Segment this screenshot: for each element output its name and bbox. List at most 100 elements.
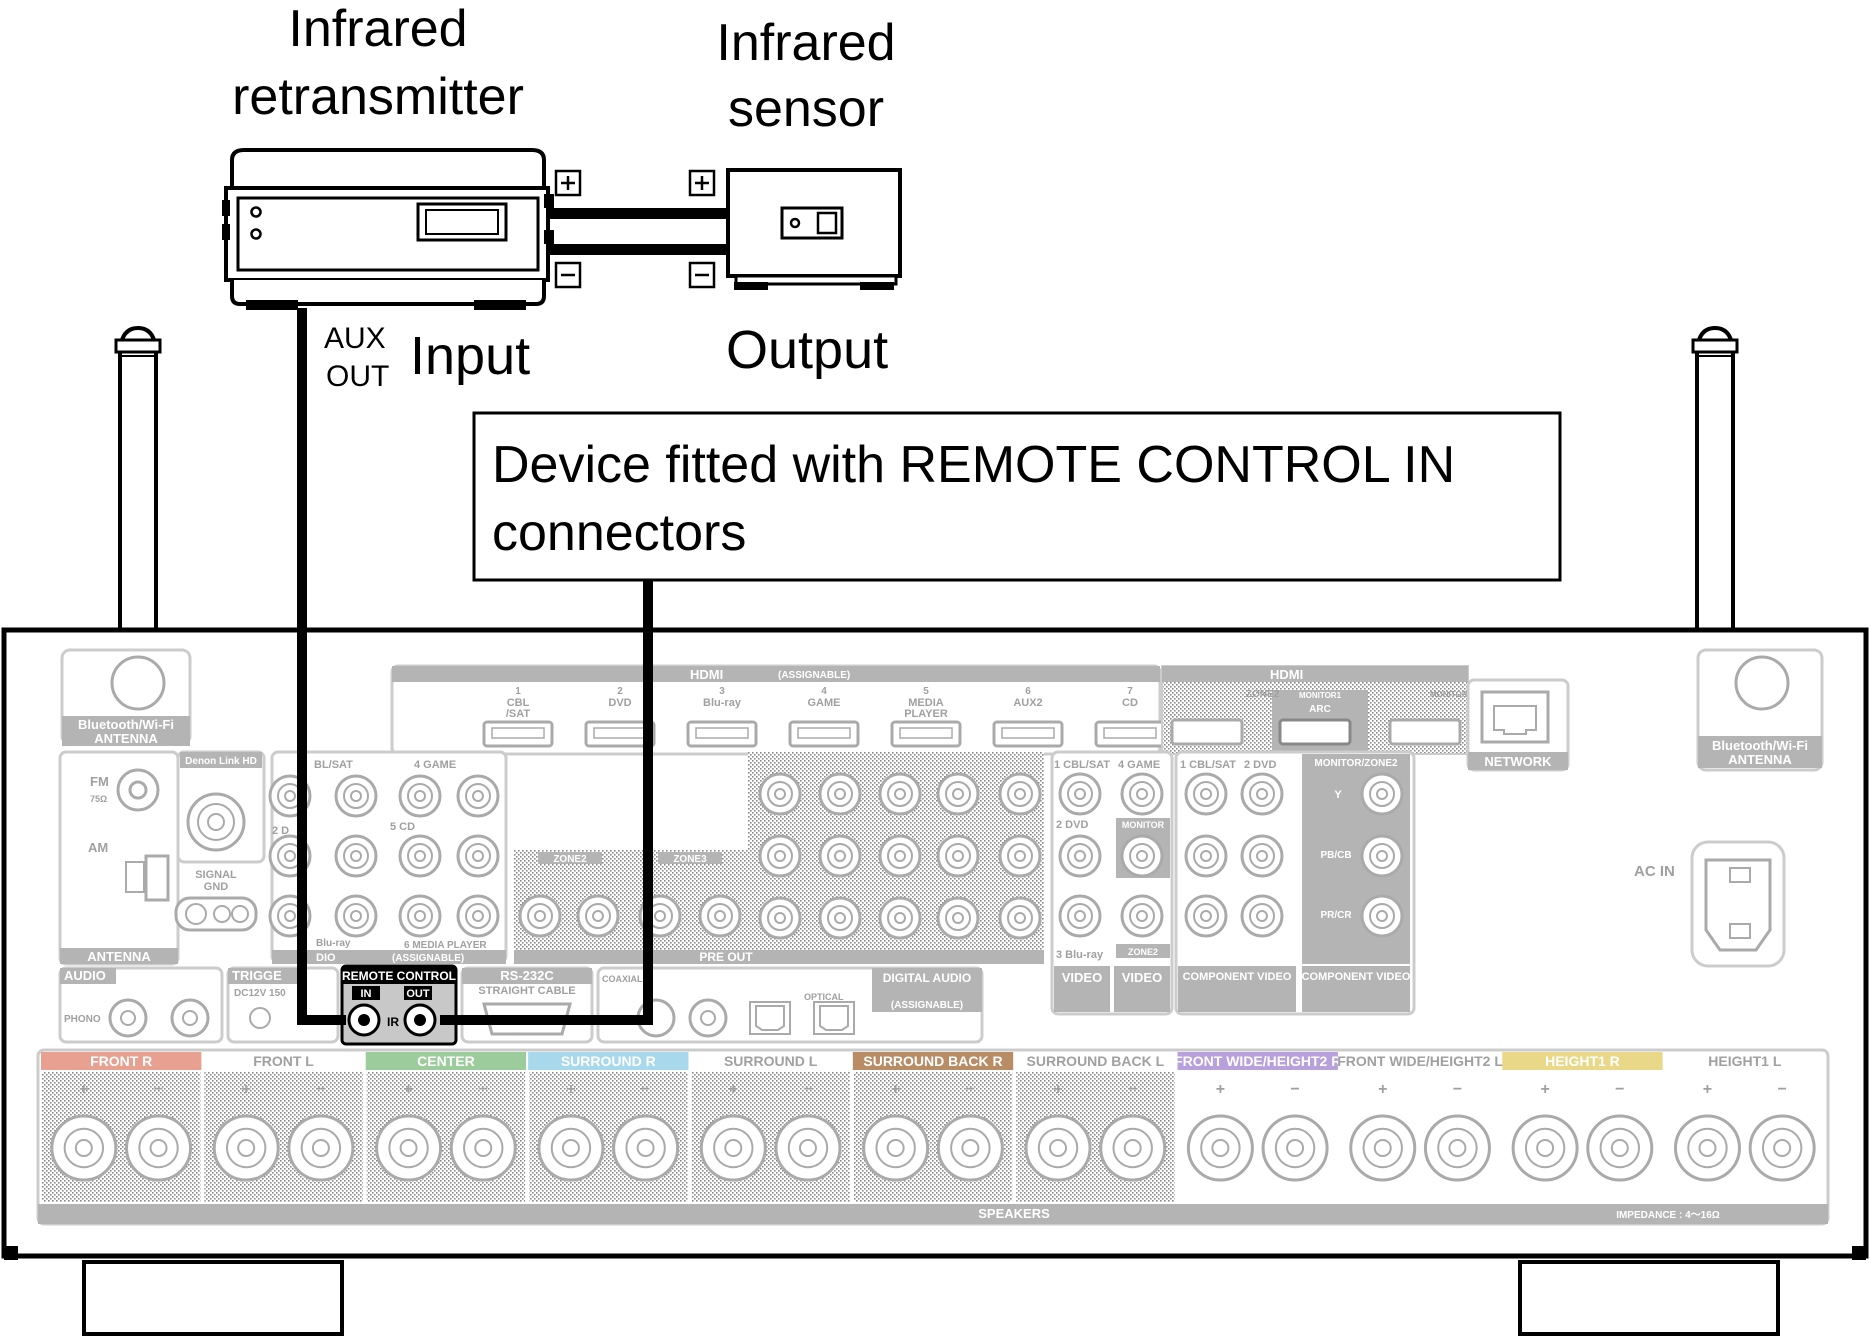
digital-audio-section: DIGITAL AUDIO (ASSIGNABLE) COAXIAL OPTIC… [596,966,984,1044]
speaker-terminal [1748,1114,1816,1182]
svg-text:REMOTE CONTROL: REMOTE CONTROL [342,969,456,983]
plus-icon: + [404,1081,413,1098]
component-jack [1360,772,1404,816]
remote-control-section: REMOTE CONTROL IN OUT IR [340,964,458,1046]
pre-out-jack [998,896,1042,940]
speaker-group-label: SURROUND BACK L [1027,1053,1165,1069]
svg-text:2 DVD: 2 DVD [1244,759,1276,771]
svg-text:Infrared: Infrared [716,14,895,72]
hdmi-input-name: CBL [507,697,530,709]
bt-antenna-right: Bluetooth/Wi-Fi ANTENNA [1696,648,1824,772]
svg-text:3 Blu-ray: 3 Blu-ray [1056,949,1104,961]
video-jack [1058,772,1102,816]
svg-text:ZONE2: ZONE2 [1246,689,1280,700]
plus-icon: + [1540,1081,1549,1098]
svg-text:ARC: ARC [1309,704,1331,715]
svg-text:OUT: OUT [326,360,389,393]
svg-text:GND: GND [204,881,229,893]
minus-icon [688,261,716,289]
minus-icon: − [803,1081,812,1098]
minus-icon [554,261,582,289]
svg-text:DIGITAL AUDIO: DIGITAL AUDIO [883,971,971,985]
hdmi-input-name: PLAYER [904,708,948,720]
svg-text:MONITOR: MONITOR [1122,820,1165,830]
svg-text:TRIGGE: TRIGGE [232,968,282,983]
hdmi-input-number: 4 [821,686,827,697]
speaker-terminal [1186,1114,1254,1182]
speaker-terminal [537,1114,605,1182]
minus-icon: − [1615,1081,1624,1098]
svg-text:4 GAME: 4 GAME [414,759,456,771]
speaker-terminal-group: FRONT WIDE/HEIGHT2 L+− [1337,1052,1503,1182]
speaker-terminal-group: HEIGHT1 R+− [1502,1052,1663,1182]
svg-text:IMPEDANCE : 4～16Ω: IMPEDANCE : 4～16Ω [1616,1210,1720,1221]
audio-jack [456,894,500,938]
svg-text:MONITOR/ZONE2: MONITOR/ZONE2 [1314,758,1398,769]
svg-text:Y: Y [1334,789,1342,801]
minus-icon: − [641,1081,650,1098]
minus-icon: − [1453,1081,1462,1098]
speaker-group-label: SURROUND BACK R [863,1053,1002,1069]
speaker-terminal [449,1114,517,1182]
svg-text:ZONE2: ZONE2 [1128,947,1158,957]
video-section: 1 CBL/SAT 4 GAME 2 DVD 3 Blu-ray MONITOR… [1050,750,1174,1016]
speaker-terminal [1673,1114,1741,1182]
device-callout: Device fitted with REMOTE CONTROL IN con… [472,411,1562,582]
svg-text:VIDEO: VIDEO [1062,970,1102,985]
svg-text:RS-232C: RS-232C [500,968,554,983]
minus-icon: − [1777,1081,1786,1098]
speaker-terminal-group: FRONT R+− [41,1052,202,1202]
speaker-terminal [212,1114,280,1182]
svg-text:AC IN: AC IN [1634,863,1675,880]
plus-icon: + [891,1081,900,1098]
component-jack [1184,834,1228,878]
ir-cable [297,308,653,1025]
svg-text:OPTICAL: OPTICAL [804,992,844,1002]
svg-text:PB/CB: PB/CB [1320,850,1351,861]
pre-out-jack [518,894,562,938]
input-label: Input [410,326,530,386]
plus-icon: + [1216,1081,1225,1098]
rs232c-section: RS-232C STRAIGHT CABLE [460,966,594,1044]
minus-icon: − [154,1081,163,1098]
speaker-group-label: FRONT WIDE/HEIGHT2 L [1337,1053,1503,1069]
speaker-group-label: CENTER [417,1053,475,1069]
speaker-group-label: FRONT L [253,1053,314,1069]
svg-text:MONITOR1: MONITOR1 [1299,691,1342,700]
svg-text:(ASSIGNABLE): (ASSIGNABLE) [891,1000,963,1011]
svg-text:1 CBL/SAT: 1 CBL/SAT [1180,759,1236,771]
svg-text:Blu-ray: Blu-ray [316,938,351,949]
svg-text:IR: IR [387,1015,399,1029]
plus-icon [554,169,582,197]
pre-out-jack [936,896,980,940]
svg-text:2 D: 2 D [272,825,289,837]
pre-out-jack [818,896,862,940]
speaker-group-label: SURROUND R [561,1053,656,1069]
component-jack [1360,834,1404,878]
svg-text:Device fitted with REMOTE CONT: Device fitted with REMOTE CONTROL IN [492,436,1455,494]
svg-text:COMPONENT VIDEO: COMPONENT VIDEO [1183,971,1292,983]
svg-text:4 GAME: 4 GAME [1118,759,1160,771]
video-jack [1058,834,1102,878]
plus-icon: + [242,1081,251,1098]
pre-out-jack [998,772,1042,816]
pre-out-jack [758,896,802,940]
speaker-terminal-group: SURROUND BACK L+− [1015,1052,1176,1202]
pre-out-jack [878,772,922,816]
video-jack [1058,894,1102,938]
ir-sensor-label: Infrared sensor [716,14,895,138]
hdmi-input-number: 1 [515,686,521,697]
hdmi-port [890,720,962,748]
audio-jack [334,894,378,938]
ir-sensor-device [726,168,902,290]
component-jack [1360,894,1404,938]
svg-text:ANTENNA: ANTENNA [87,949,151,964]
video-jack [1120,772,1164,816]
svg-text:AUX: AUX [324,322,386,355]
hdmi-input-number: 5 [923,686,929,697]
pre-out-jack [758,834,802,878]
plus-icon [688,169,716,197]
svg-text:PR/CR: PR/CR [1320,910,1352,921]
svg-text:COMPONENT VIDEO: COMPONENT VIDEO [1302,971,1411,983]
svg-text:(ASSIGNABLE): (ASSIGNABLE) [392,953,464,964]
